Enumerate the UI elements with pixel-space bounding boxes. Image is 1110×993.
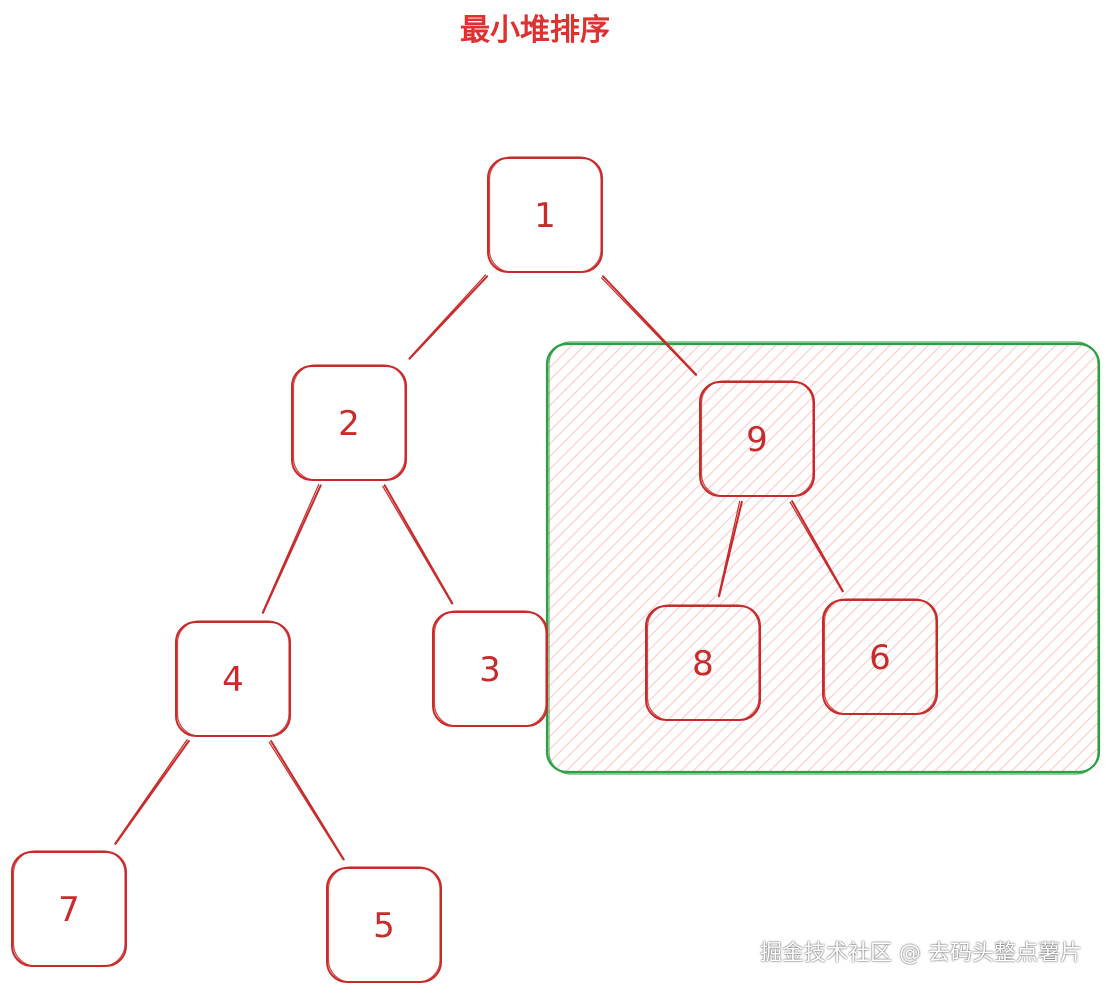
tree-edge-n4-n7 bbox=[114, 739, 190, 845]
tree-edge-n2-n4 bbox=[261, 484, 322, 614]
node-label: 4 bbox=[222, 660, 244, 700]
heap-node-4[interactable]: 4 bbox=[175, 620, 291, 737]
heap-node-3[interactable]: 3 bbox=[432, 610, 548, 727]
heap-node-7[interactable]: 7 bbox=[11, 850, 127, 967]
node-label: 8 bbox=[692, 644, 714, 684]
node-label: 6 bbox=[869, 638, 891, 678]
diagram-title: 最小堆排序 bbox=[460, 13, 610, 48]
node-label: 9 bbox=[746, 420, 768, 460]
tree-edge-n2-n3 bbox=[382, 485, 453, 605]
tree-edge-n1-n2 bbox=[408, 275, 489, 360]
node-box-sketch-stroke bbox=[176, 620, 290, 737]
tree-edge-n2-n3 bbox=[383, 484, 454, 605]
heap-node-5[interactable]: 5 bbox=[326, 866, 442, 983]
node-box-sketch-stroke bbox=[700, 380, 814, 497]
heap-node-1[interactable]: 1 bbox=[487, 156, 603, 273]
node-box-sketch-stroke bbox=[327, 866, 441, 983]
node-label: 3 bbox=[479, 650, 501, 690]
heap-node-9[interactable]: 9 bbox=[699, 380, 815, 497]
heap-node-6[interactable]: 6 bbox=[822, 598, 938, 715]
node-label: 5 bbox=[373, 906, 395, 946]
node-label: 7 bbox=[58, 890, 80, 930]
tree-edge-n9-n6 bbox=[789, 501, 843, 593]
tree-edge-n9-n8 bbox=[718, 500, 743, 598]
node-box-sketch-stroke bbox=[646, 604, 760, 721]
tree-edge-n9-n8 bbox=[717, 500, 741, 597]
edge-group bbox=[114, 274, 844, 861]
node-label: 2 bbox=[338, 404, 360, 444]
node-box-sketch-stroke bbox=[823, 598, 937, 715]
node-label: 1 bbox=[534, 196, 556, 236]
tree-edge-n9-n6 bbox=[791, 500, 844, 593]
tree-edge-n1-n2 bbox=[408, 274, 487, 359]
node-box-sketch-stroke bbox=[433, 610, 547, 727]
watermark: 掘金技术社区 @ 去码头整点薯片 bbox=[760, 941, 1082, 966]
node-box-sketch-stroke bbox=[12, 850, 126, 967]
tree-edge-n2-n4 bbox=[261, 483, 320, 614]
node-box-sketch-stroke bbox=[292, 364, 406, 481]
heap-node-2[interactable]: 2 bbox=[291, 364, 407, 481]
tree-edge-n4-n5 bbox=[268, 741, 344, 861]
tree-edge-n4-n5 bbox=[270, 740, 345, 861]
node-group: 1 2 9 4 3 bbox=[11, 156, 938, 983]
tree-edge-n1-n9 bbox=[602, 275, 698, 376]
node-box-sketch-stroke bbox=[488, 156, 602, 273]
highlight-region-sketch-stroke bbox=[548, 341, 1099, 775]
heap-node-8[interactable]: 8 bbox=[645, 604, 761, 721]
tree-edge-n1-n9 bbox=[600, 277, 697, 376]
tree-edge-n4-n7 bbox=[114, 739, 188, 845]
